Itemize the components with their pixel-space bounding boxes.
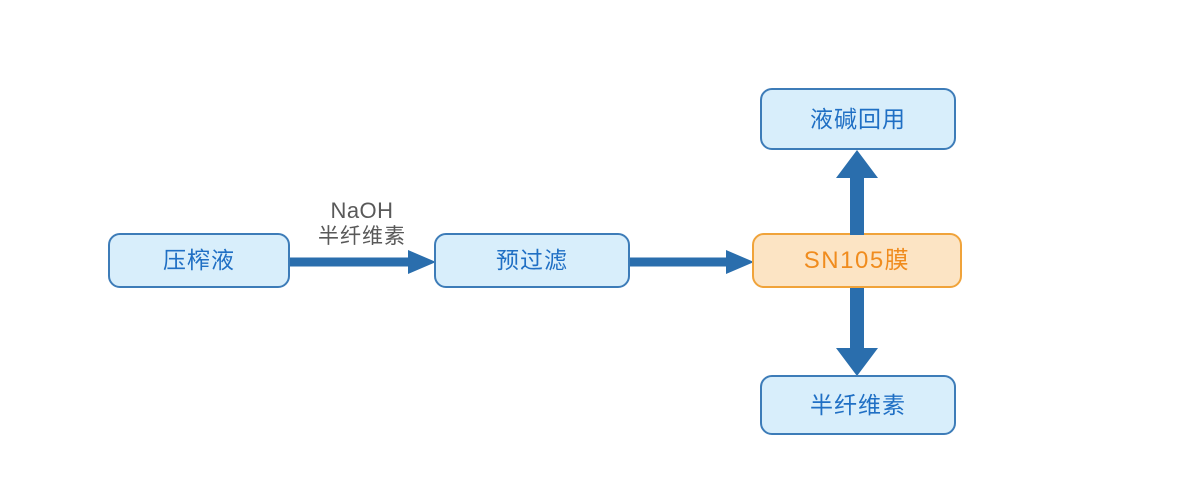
node-press[interactable]: 压榨液 xyxy=(108,233,290,288)
node-membrane[interactable]: SN105膜 xyxy=(752,233,962,288)
arrow-press-to-prefilter xyxy=(290,248,436,276)
node-hemicellulose-label: 半纤维素 xyxy=(810,391,906,418)
node-alkali-recycle[interactable]: 液碱回用 xyxy=(760,88,956,150)
node-prefilter[interactable]: 预过滤 xyxy=(434,233,630,288)
node-alkali-recycle-label: 液碱回用 xyxy=(810,105,906,132)
arrow-up-icon xyxy=(836,150,878,235)
node-prefilter-label: 预过滤 xyxy=(496,247,568,273)
arrow-down-icon xyxy=(836,288,878,376)
arrow-membrane-to-hemicellulose xyxy=(836,288,878,376)
edge-label-naoh-line-1: NaOH xyxy=(330,198,394,223)
arrow-prefilter-to-membrane xyxy=(630,248,754,276)
node-membrane-label: SN105膜 xyxy=(803,246,911,274)
arrow-right-icon xyxy=(290,250,436,274)
node-press-label: 压榨液 xyxy=(163,247,235,273)
arrow-right-icon xyxy=(630,250,754,274)
node-hemicellulose[interactable]: 半纤维素 xyxy=(760,375,956,435)
edge-label-naoh-line-2: 半纤维素 xyxy=(318,225,406,248)
arrow-membrane-to-alkali-recycle xyxy=(836,150,878,235)
edge-label-naoh: NaOH 半纤维素 xyxy=(286,198,438,249)
